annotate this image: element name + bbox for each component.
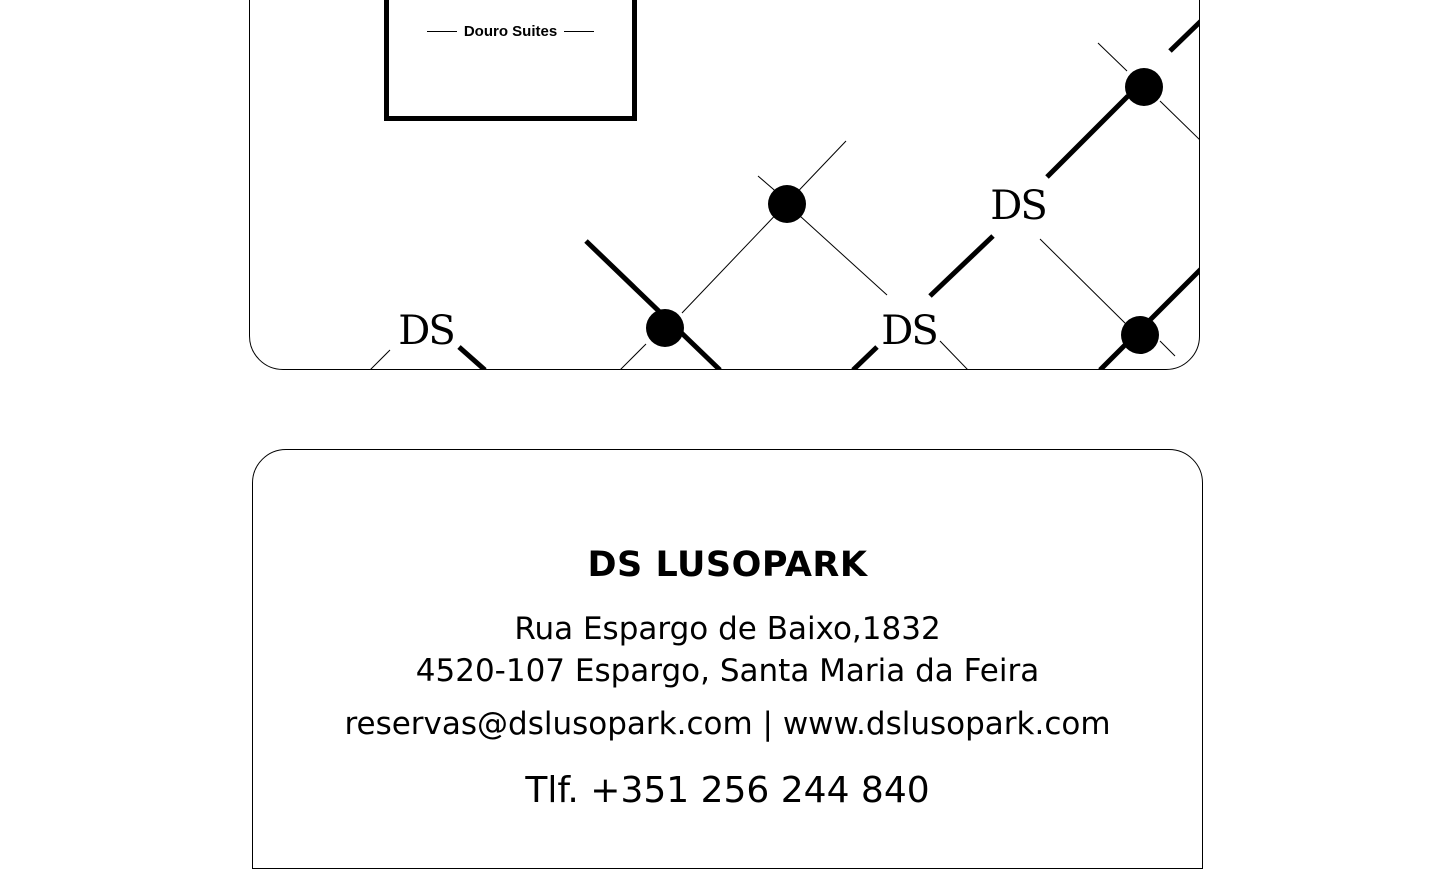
card-front: DS DS DS DS Douro Suites: [249, 0, 1200, 370]
logo-rule: [564, 31, 595, 32]
phone-number: Tlf. +351 256 244 840: [525, 770, 930, 811]
logo-subtitle-text: Douro Suites: [463, 23, 558, 40]
logo-rule: [426, 31, 457, 32]
address-line-1: Rua Espargo de Baixo,1832: [514, 611, 941, 647]
hotel-name: DS LUSOPARK: [587, 545, 868, 585]
logo-mark: DS: [389, 0, 632, 17]
card-back: DS LUSOPARK Rua Espargo de Baixo,1832 45…: [252, 449, 1203, 869]
diamond-pattern: [370, 19, 1199, 369]
logo-subtitle: Douro Suites: [389, 23, 632, 40]
brand-logo: DS Douro Suites: [384, 0, 637, 121]
address-line-2: 4520-107 Espargo, Santa Maria da Feira: [415, 653, 1040, 689]
contact-line: reservas@dslusopark.com | www.dslusopark…: [344, 706, 1111, 742]
